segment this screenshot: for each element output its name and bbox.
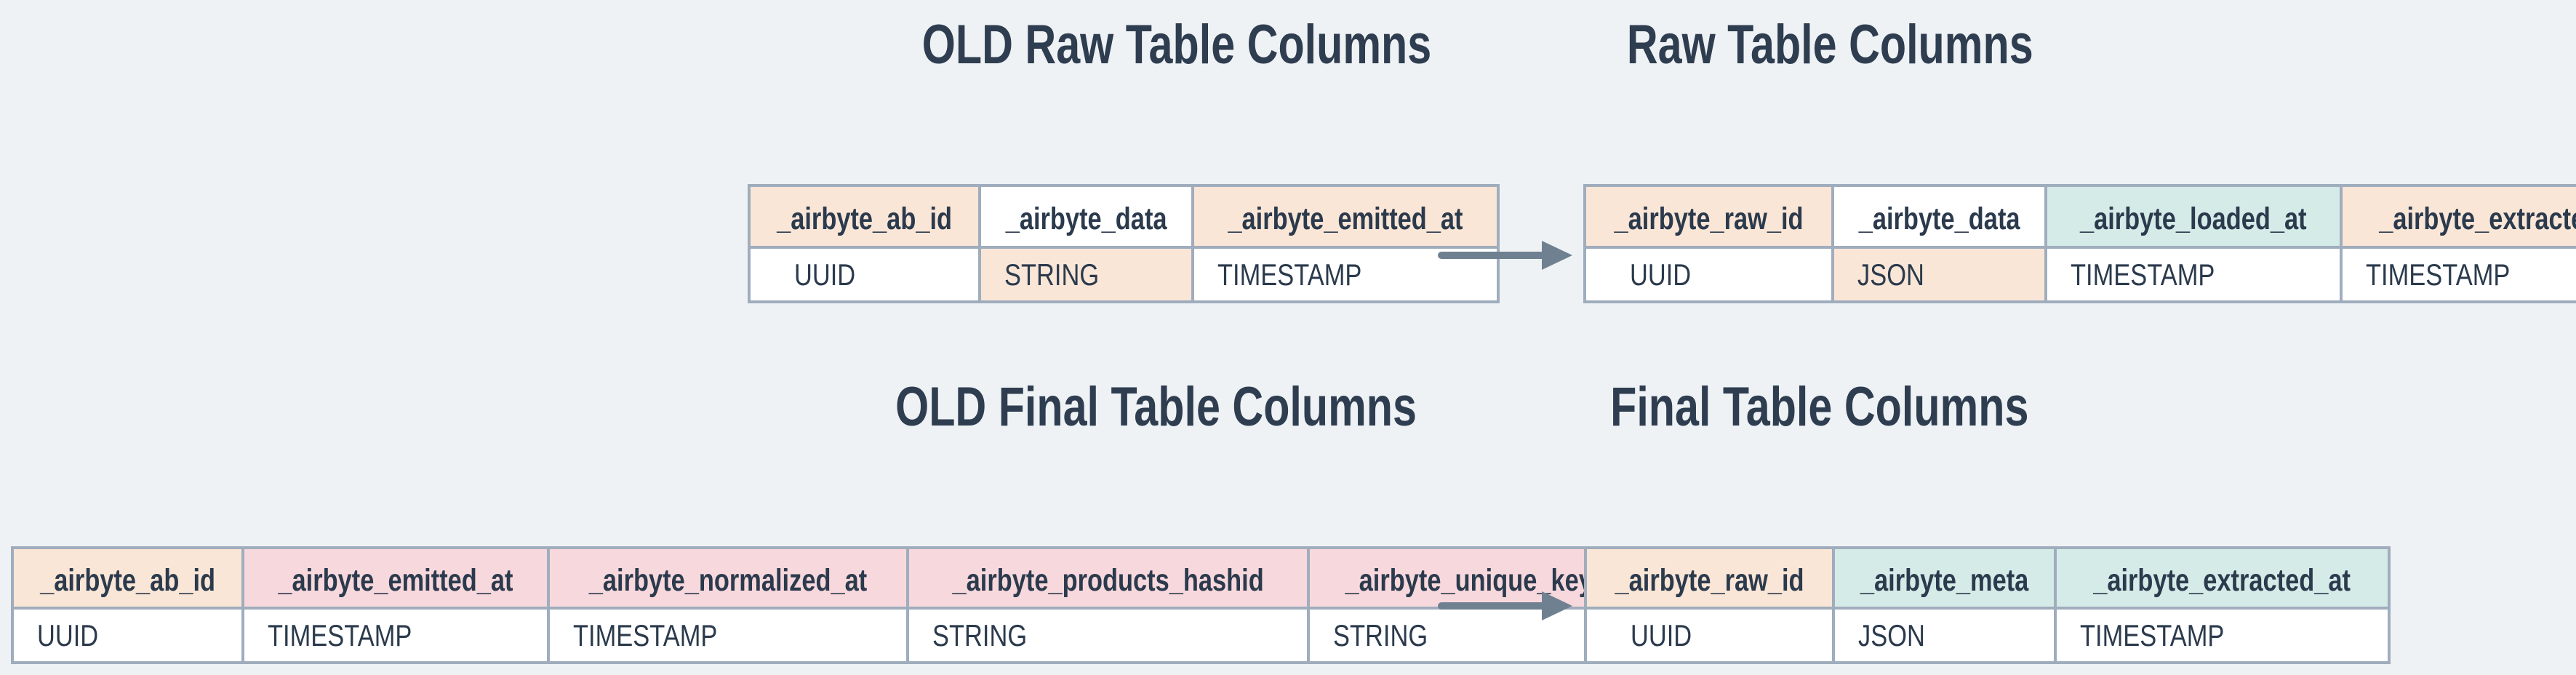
header-label: _airbyte_loaded_at	[2080, 201, 2307, 236]
header-cell: _airbyte_raw_id	[1583, 184, 1835, 249]
old-final-table: _airbyte_ab_id _airbyte_emitted_at _airb…	[10, 546, 1631, 664]
header-label: _airbyte_emitted_at	[278, 563, 513, 598]
value-cell: JSON	[1832, 607, 2057, 664]
value-label: STRING	[932, 618, 1028, 652]
value-cell: TIMESTAMP	[241, 607, 551, 664]
header-label: _airbyte_emitted_at	[1228, 201, 1463, 236]
raw-migration-arrow-right-icon	[1438, 241, 1572, 270]
title-text: OLD Final Table Columns	[895, 376, 1417, 438]
header-row: _airbyte_raw_id _airbyte_meta _airbyte_e…	[1583, 546, 2391, 610]
value-label: STRING	[1004, 257, 1100, 292]
new-raw-table-title: Raw Table Columns	[1495, 12, 2164, 79]
value-cell: UUID	[1583, 246, 1835, 303]
value-row: UUID JSON TIMESTAMP TIMESTAMP	[1583, 246, 2576, 303]
header-label: _airbyte_ab_id	[777, 201, 953, 236]
value-label: STRING	[1333, 618, 1428, 652]
header-label: _airbyte_raw_id	[1615, 563, 1804, 598]
value-label: TIMESTAMP	[1217, 257, 1362, 292]
value-row: UUID TIMESTAMP TIMESTAMP STRING STRING	[10, 607, 1631, 664]
value-cell: TIMESTAMP	[2054, 607, 2391, 664]
value-row: UUID JSON TIMESTAMP	[1583, 607, 2391, 664]
new-final-table-title: Final Table Columns	[1485, 374, 2154, 441]
old-raw-table: _airbyte_ab_id _airbyte_data _airbyte_em…	[747, 184, 1500, 303]
header-row: _airbyte_ab_id _airbyte_emitted_at _airb…	[10, 546, 1631, 610]
header-label: _airbyte_data	[1005, 201, 1167, 236]
header-cell: _airbyte_unique_key	[1307, 546, 1631, 610]
header-cell: _airbyte_normalized_at	[547, 546, 910, 610]
header-cell: _airbyte_raw_id	[1583, 546, 1836, 610]
value-cell: STRING	[978, 246, 1195, 303]
header-cell: _airbyte_data	[1831, 184, 2048, 249]
value-label: TIMESTAMP	[2071, 257, 2215, 292]
value-cell: JSON	[1831, 246, 2048, 303]
old-final-table-title: OLD Final Table Columns	[822, 374, 1491, 441]
header-label: _airbyte_unique_key	[1345, 563, 1593, 598]
header-cell: _airbyte_emitted_at	[241, 546, 551, 610]
value-label: UUID	[37, 618, 99, 652]
header-cell: _airbyte_extracted_at	[2339, 184, 2576, 249]
value-label: UUID	[1631, 618, 1692, 652]
new-final-table: _airbyte_raw_id _airbyte_meta _airbyte_e…	[1583, 546, 2391, 664]
header-label: _airbyte_normalized_at	[588, 563, 868, 598]
value-cell: STRING	[906, 607, 1311, 664]
final-migration-arrow-right-icon	[1438, 591, 1572, 620]
header-label: _airbyte_meta	[1860, 563, 2029, 598]
header-label: _airbyte_data	[1858, 201, 2020, 236]
header-cell: _airbyte_products_hashid	[906, 546, 1311, 610]
value-row: UUID STRING TIMESTAMP	[747, 246, 1500, 303]
value-cell: TIMESTAMP	[2044, 246, 2343, 303]
header-label: _airbyte_ab_id	[40, 563, 216, 598]
value-label: TIMESTAMP	[268, 618, 412, 652]
header-label: _airbyte_extracted_at	[2093, 563, 2351, 598]
header-row: _airbyte_raw_id _airbyte_data _airbyte_l…	[1583, 184, 2576, 249]
value-cell: TIMESTAMP	[547, 607, 910, 664]
header-cell: _airbyte_extracted_at	[2054, 546, 2391, 610]
header-label: _airbyte_products_hashid	[952, 563, 1264, 598]
value-cell: STRING	[1307, 607, 1631, 664]
header-cell: _airbyte_meta	[1832, 546, 2057, 610]
value-cell: UUID	[747, 246, 982, 303]
value-label: TIMESTAMP	[573, 618, 718, 652]
header-cell: _airbyte_ab_id	[747, 184, 982, 249]
header-label: _airbyte_extracted_at	[2379, 201, 2576, 236]
value-cell: UUID	[10, 607, 245, 664]
value-cell: TIMESTAMP	[2339, 246, 2576, 303]
value-label: UUID	[794, 257, 856, 292]
new-raw-table: _airbyte_raw_id _airbyte_data _airbyte_l…	[1583, 184, 2576, 303]
title-text: OLD Raw Table Columns	[921, 14, 1432, 76]
value-cell: UUID	[1583, 607, 1836, 664]
header-cell: _airbyte_emitted_at	[1191, 184, 1500, 249]
value-label: JSON	[1857, 257, 1924, 292]
title-text: Raw Table Columns	[1626, 14, 2033, 76]
value-label: UUID	[1630, 257, 1692, 292]
title-text: Final Table Columns	[1610, 376, 2029, 438]
value-label: JSON	[1858, 618, 1925, 652]
old-raw-table-title: OLD Raw Table Columns	[842, 12, 1511, 79]
value-label: TIMESTAMP	[2080, 618, 2225, 652]
header-cell: _airbyte_data	[978, 184, 1195, 249]
header-row: _airbyte_ab_id _airbyte_data _airbyte_em…	[747, 184, 1500, 249]
header-cell: _airbyte_ab_id	[10, 546, 245, 610]
value-label: TIMESTAMP	[2365, 257, 2511, 292]
header-label: _airbyte_raw_id	[1614, 201, 1804, 236]
header-cell: _airbyte_loaded_at	[2044, 184, 2343, 249]
